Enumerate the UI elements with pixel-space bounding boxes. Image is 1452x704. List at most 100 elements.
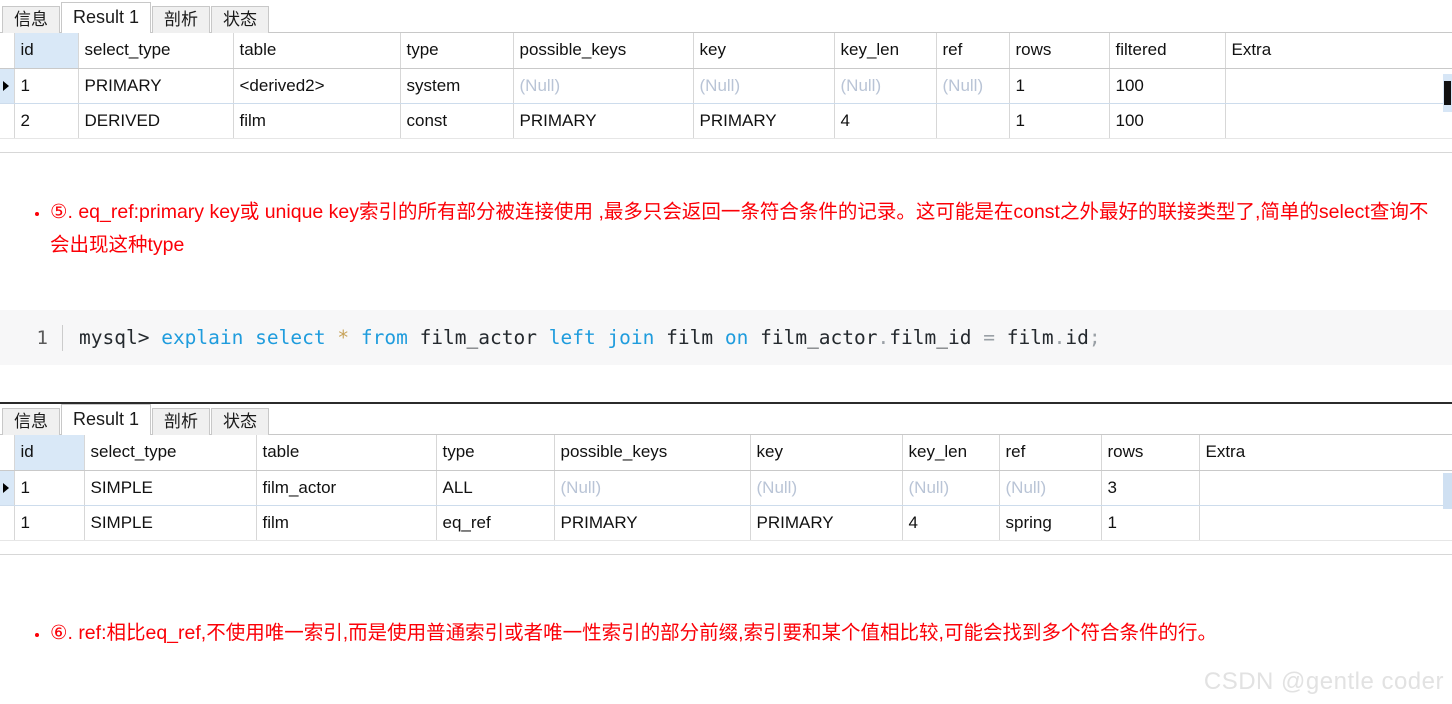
col-header-key-len[interactable]: key_len [902,435,1000,471]
col-header-rows[interactable]: rows [1009,33,1110,69]
row-gutter-header [0,435,15,471]
code-line-number: 1 [36,326,48,349]
table-row[interactable]: 1 PRIMARY <derived2> system (Null) (Null… [0,68,1452,104]
row-indicator[interactable] [0,470,15,506]
cell-extra[interactable] [1225,68,1452,104]
tab-info[interactable]: 信息 [2,408,60,435]
cell-ref[interactable] [936,103,1010,139]
tab-profile[interactable]: 剖析 [152,6,211,33]
cell-extra[interactable] [1199,505,1452,541]
cell-table[interactable]: film_actor [256,470,437,506]
table-row[interactable]: 1 SIMPLE film eq_ref PRIMARY PRIMARY 4 s… [0,505,1452,541]
table-header-row: id select_type table type possible_keys … [0,33,1452,69]
horizontal-scroll-thumb[interactable] [1443,473,1452,509]
cell-key-len[interactable]: 4 [834,103,937,139]
cell-filtered[interactable]: 100 [1109,68,1226,104]
code-gutter-divider [62,324,63,351]
col-header-filtered[interactable]: filtered [1109,33,1226,69]
result2-grid-wrap: id select_type table type possible_keys … [0,435,1452,555]
cell-table[interactable]: film [233,103,401,139]
col-header-rows[interactable]: rows [1101,435,1200,471]
tab-status[interactable]: 状态 [211,408,270,435]
grid-bottom-edge [0,540,1452,555]
tab-info[interactable]: 信息 [2,6,60,33]
cell-extra[interactable] [1225,103,1452,139]
cell-key[interactable]: (Null) [693,68,835,104]
cell-ref[interactable]: spring [999,505,1102,541]
cell-key[interactable]: (Null) [750,470,903,506]
tab-profile[interactable]: 剖析 [152,408,211,435]
row-indicator[interactable] [0,505,15,541]
cell-ref[interactable]: (Null) [936,68,1010,104]
cell-type[interactable]: const [400,103,514,139]
cell-rows[interactable]: 1 [1101,505,1200,541]
cell-possible-keys[interactable]: (Null) [513,68,694,104]
result2-tabbar: 信息 Result 1 剖析 状态 [0,402,1452,435]
code-line-content[interactable]: mysql> explain select * from film_actor … [63,326,1101,349]
cell-extra[interactable] [1199,470,1452,506]
horizontal-scroll-thumb[interactable] [1443,74,1452,112]
code-token: select [255,326,326,349]
col-header-possible-keys[interactable]: possible_keys [554,435,751,471]
cell-id[interactable]: 1 [14,505,85,541]
cell-ref[interactable]: (Null) [999,470,1102,506]
row-indicator[interactable] [0,103,15,139]
code-token: = [983,326,995,349]
tab-result-1[interactable]: Result 1 [61,404,152,435]
col-header-select-type[interactable]: select_type [78,33,234,69]
cell-id[interactable]: 2 [14,103,79,139]
result1-tabbar: 信息 Result 1 剖析 状态 [0,0,1452,33]
tab-status[interactable]: 状态 [211,6,270,33]
cell-table[interactable]: film [256,505,437,541]
col-header-id[interactable]: id [14,33,79,69]
note-ref: ⑥. ref:相比eq_ref,不使用唯一索引,而是使用普通索引或者唯一性索引的… [24,617,1436,650]
col-header-type[interactable]: type [400,33,514,69]
table-row[interactable]: 2 DERIVED film const PRIMARY PRIMARY 4 1… [0,103,1452,139]
col-header-table[interactable]: table [256,435,437,471]
cell-key-len[interactable]: (Null) [902,470,1000,506]
cell-key-len[interactable]: 4 [902,505,1000,541]
code-token [408,326,420,349]
result1-grid-wrap: id select_type table type possible_keys … [0,33,1452,153]
col-header-key[interactable]: key [693,33,835,69]
tabbar-filler [270,407,1452,434]
col-header-key-len[interactable]: key_len [834,33,937,69]
cell-filtered[interactable]: 100 [1109,103,1226,139]
sql-code-block: 1 mysql> explain select * from film_acto… [0,310,1452,365]
col-header-possible-keys[interactable]: possible_keys [513,33,694,69]
cell-possible-keys[interactable]: PRIMARY [554,505,751,541]
code-token: join [607,326,655,349]
cell-rows[interactable]: 1 [1009,103,1110,139]
col-header-extra[interactable]: Extra [1199,435,1452,471]
col-header-key[interactable]: key [750,435,903,471]
cell-type[interactable]: ALL [436,470,555,506]
cell-select-type[interactable]: SIMPLE [84,505,257,541]
code-token: ; [1088,326,1101,349]
cell-possible-keys[interactable]: (Null) [554,470,751,506]
cell-select-type[interactable]: SIMPLE [84,470,257,506]
col-header-type[interactable]: type [436,435,555,471]
col-header-ref[interactable]: ref [936,33,1010,69]
cell-type[interactable]: system [400,68,514,104]
col-header-id[interactable]: id [14,435,85,471]
cell-key[interactable]: PRIMARY [750,505,903,541]
cell-rows[interactable]: 1 [1009,68,1110,104]
cell-key-len[interactable]: (Null) [834,68,937,104]
cell-possible-keys[interactable]: PRIMARY [513,103,694,139]
col-header-ref[interactable]: ref [999,435,1102,471]
cell-key[interactable]: PRIMARY [693,103,835,139]
col-header-extra[interactable]: Extra [1225,33,1452,69]
cell-rows[interactable]: 3 [1101,470,1200,506]
cell-table[interactable]: <derived2> [233,68,401,104]
cell-id[interactable]: 1 [14,470,85,506]
row-indicator[interactable] [0,68,15,104]
tab-result-1[interactable]: Result 1 [61,2,152,33]
cell-type[interactable]: eq_ref [436,505,555,541]
table-row[interactable]: 1 SIMPLE film_actor ALL (Null) (Null) (N… [0,470,1452,506]
result-panel-1: 信息 Result 1 剖析 状态 id select_type tabl [0,0,1452,153]
cell-id[interactable]: 1 [14,68,79,104]
cell-select-type[interactable]: DERIVED [78,103,234,139]
col-header-table[interactable]: table [233,33,401,69]
col-header-select-type[interactable]: select_type [84,435,257,471]
cell-select-type[interactable]: PRIMARY [78,68,234,104]
